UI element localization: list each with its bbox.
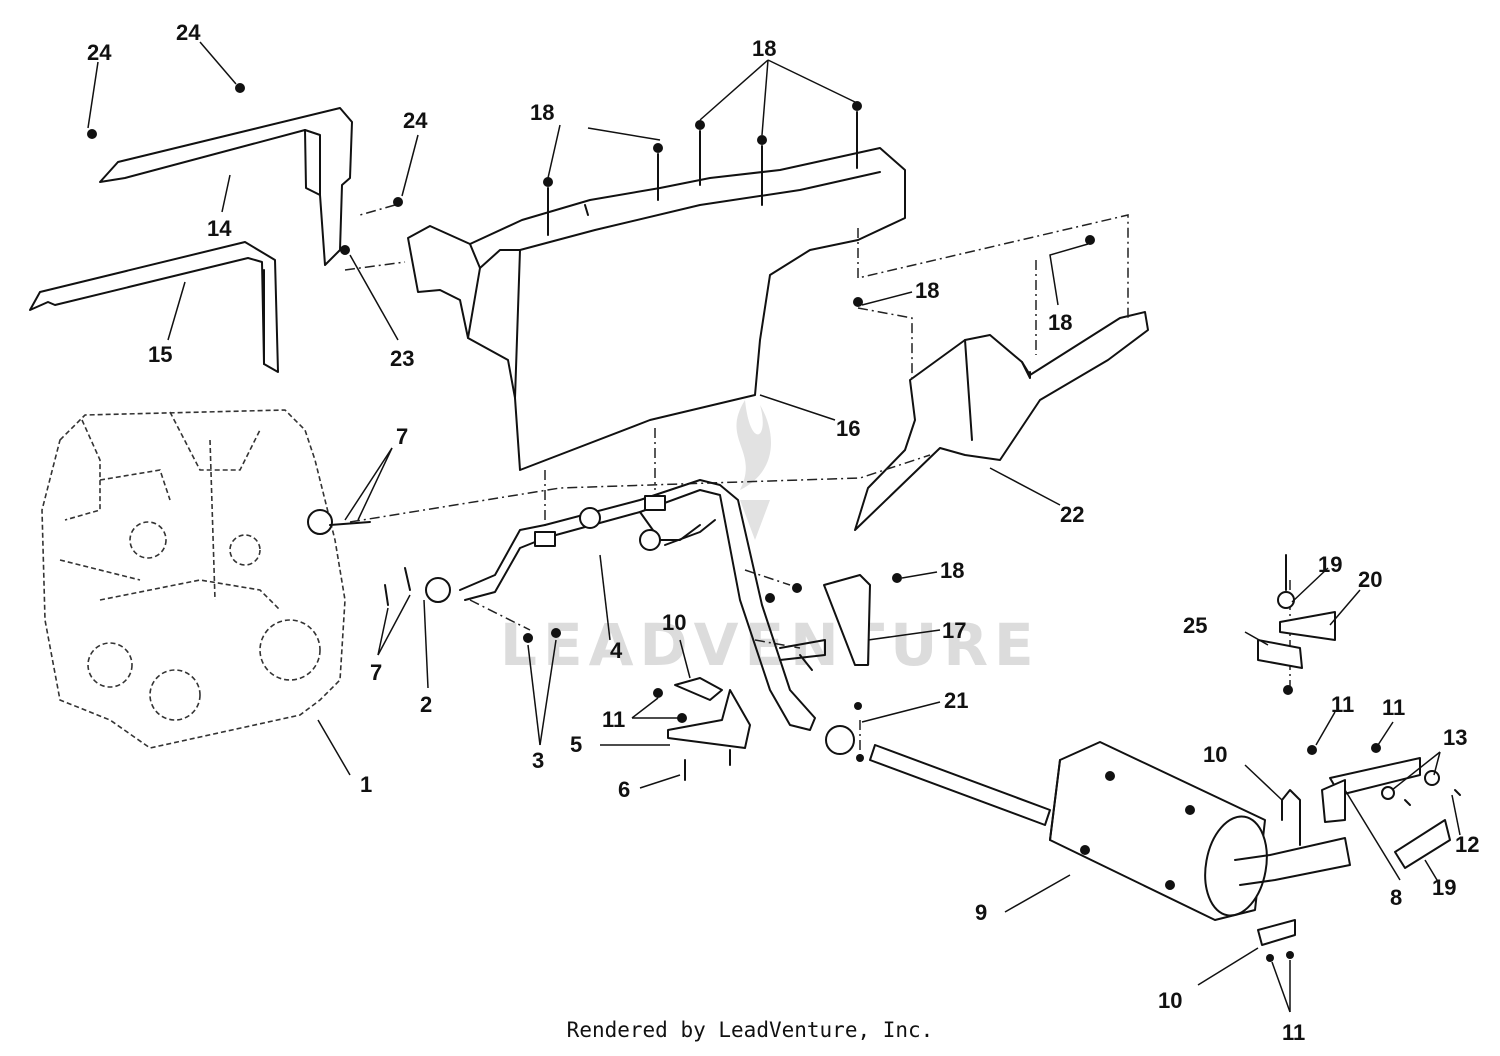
callout-7-top: 7 (396, 424, 408, 449)
callout-19-top: 19 (1318, 552, 1342, 577)
callout-18-d: 18 (1048, 310, 1072, 335)
fasteners-left (307, 509, 802, 643)
callout-labels: 1 2 3 4 5 6 7 7 8 9 10 10 10 11 11 11 11… (87, 20, 1479, 1045)
callout-18-c: 18 (915, 278, 939, 303)
callout-4: 4 (610, 638, 623, 663)
callout-24-left: 24 (87, 40, 112, 65)
leader-lines (87, 41, 1461, 1013)
callout-18-a: 18 (530, 100, 554, 125)
part-9-muffler (869, 741, 1351, 921)
shield-bolts (87, 83, 1095, 307)
part-14-heat-shield (99, 107, 353, 266)
callout-10-bottom: 10 (1158, 988, 1182, 1013)
callout-16: 16 (836, 416, 860, 441)
callout-11-right: 11 (1382, 695, 1405, 720)
callout-11-mid: 11 (1331, 692, 1354, 717)
callout-14: 14 (207, 216, 232, 241)
callout-13: 13 (1443, 725, 1467, 750)
callout-23: 23 (390, 346, 414, 371)
part-1-engine (41, 409, 346, 749)
callout-8: 8 (1390, 885, 1402, 910)
callout-11-left: 11 (602, 707, 625, 732)
callout-3: 3 (532, 748, 544, 773)
callout-10-right: 10 (1203, 742, 1227, 767)
part-21-clamp (825, 702, 864, 762)
callout-17: 17 (942, 618, 966, 643)
part-22-lower-shield (854, 311, 1149, 531)
callout-5: 5 (570, 732, 582, 757)
callout-19-bottom: 19 (1432, 875, 1456, 900)
callout-2: 2 (420, 692, 432, 717)
callout-18-e: 18 (940, 558, 964, 583)
callout-15: 15 (148, 342, 172, 367)
callout-6: 6 (618, 777, 630, 802)
callout-7-bottom: 7 (370, 660, 382, 685)
part-16-main-shield (407, 147, 906, 471)
callout-22: 22 (1060, 502, 1084, 527)
part-4-exhaust-pipe (425, 479, 816, 731)
callout-24-right: 24 (403, 108, 428, 133)
fasteners-right (1257, 554, 1461, 962)
part-15-bracket (29, 241, 279, 373)
callout-9: 9 (975, 900, 987, 925)
footer-credit: Rendered by LeadVenture, Inc. (566, 1018, 934, 1042)
callout-25: 25 (1183, 613, 1207, 638)
callout-1: 1 (360, 772, 372, 797)
callout-24-top: 24 (176, 20, 201, 45)
callout-12: 12 (1455, 832, 1479, 857)
mounting-bracket-left (653, 639, 826, 781)
callout-20: 20 (1358, 567, 1382, 592)
callout-18-b: 18 (752, 36, 776, 61)
callout-11-bottom: 11 (1282, 1020, 1305, 1045)
callout-21: 21 (944, 688, 968, 713)
callout-10-left: 10 (662, 610, 686, 635)
part-17-plate (823, 573, 902, 666)
